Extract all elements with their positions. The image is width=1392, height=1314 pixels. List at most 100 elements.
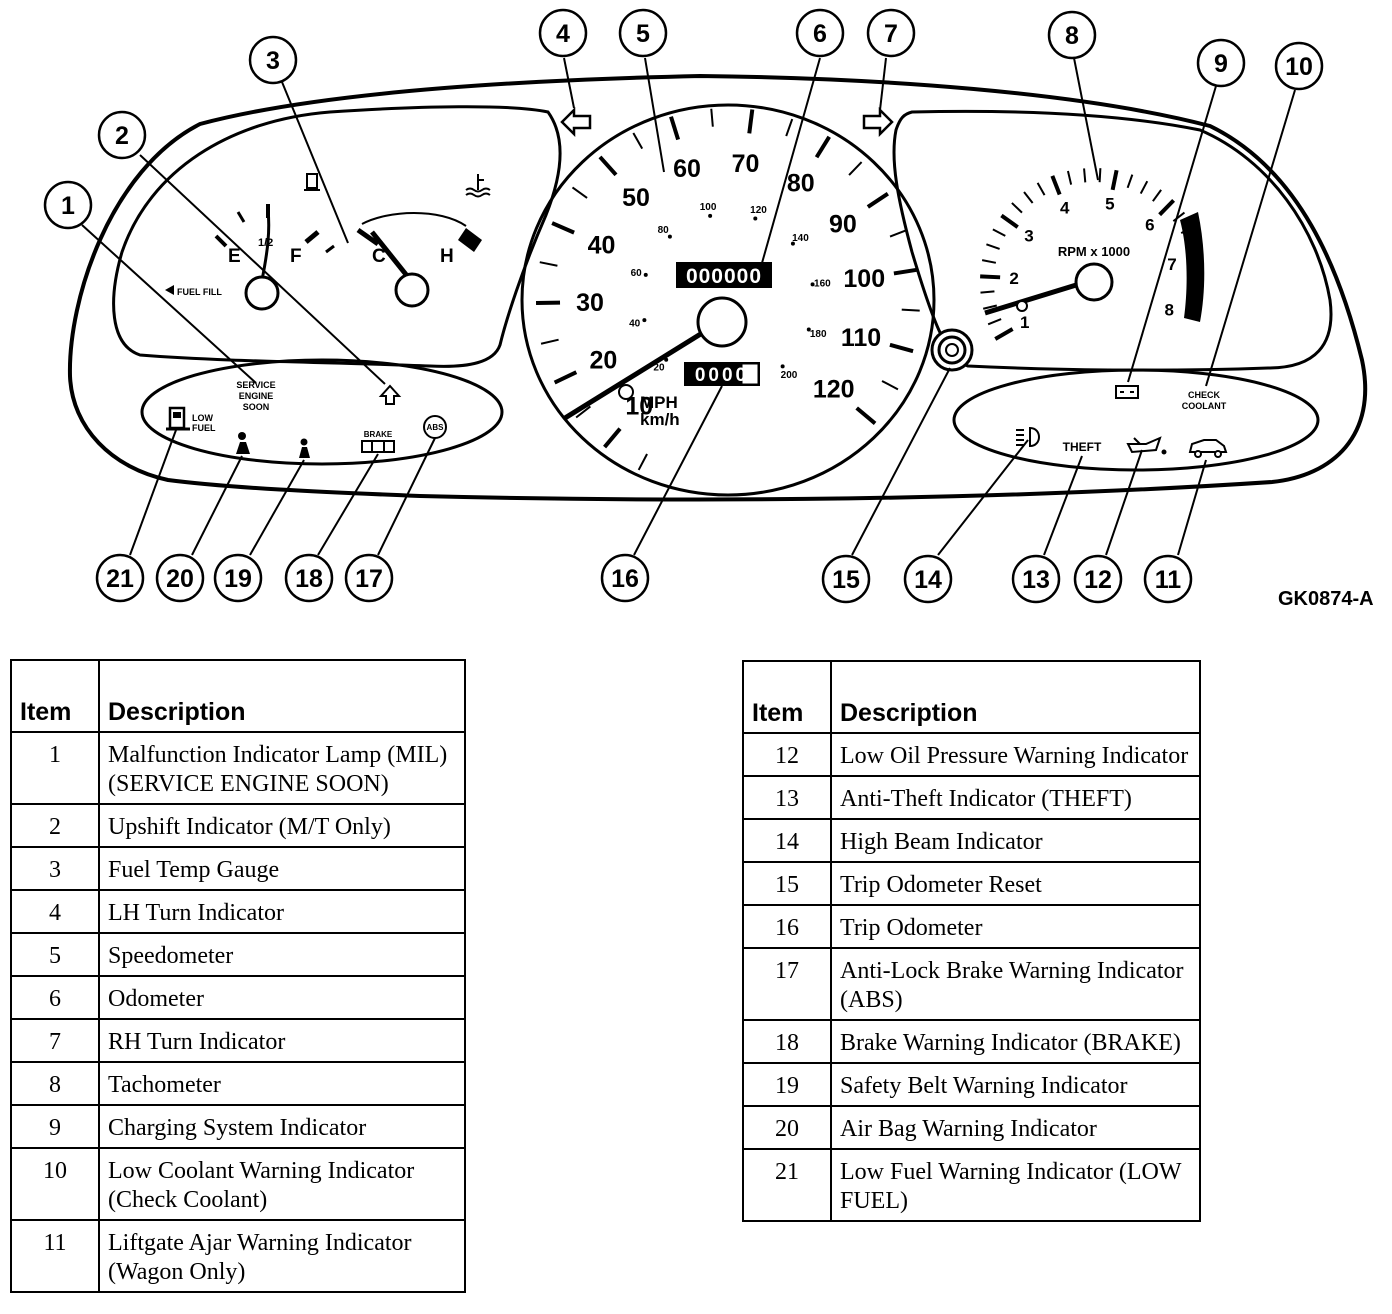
- speedo-mph-label: 100: [843, 265, 885, 293]
- speedo-kmh-label: 80: [658, 225, 670, 236]
- callout-number: 17: [355, 565, 383, 593]
- svg-text:COOLANT: COOLANT: [1182, 401, 1227, 411]
- mph-unit-label: MPH: [640, 393, 678, 412]
- fuel-gauge: E 1/2 F FUEL FILL: [165, 173, 335, 311]
- callout-12: 12: [1073, 554, 1123, 604]
- callout-18: 18: [284, 553, 334, 603]
- tach-rpm-label: RPM x 1000: [1058, 244, 1130, 259]
- legend-item-number: 16: [742, 904, 832, 949]
- svg-text:ABS: ABS: [427, 423, 445, 432]
- svg-text:BRAKE: BRAKE: [364, 430, 393, 439]
- tach-needle: [984, 279, 1087, 316]
- temp-cold-label: C: [372, 246, 386, 267]
- callout-number: 21: [106, 565, 134, 593]
- callout-number: 15: [832, 566, 860, 594]
- speedo-tick: [710, 108, 714, 127]
- speedo-mph-label: 60: [673, 155, 701, 183]
- speedo-tick: [571, 186, 588, 199]
- legend-item-number: 11: [10, 1219, 100, 1293]
- legend-item-description: LH Turn Indicator: [98, 889, 466, 934]
- legend-item-number: 12: [742, 732, 832, 777]
- speedo-tick: [814, 135, 831, 159]
- tach-tick: [1066, 170, 1073, 185]
- callout-number: 16: [611, 565, 639, 593]
- speedo-mph-label: 110: [841, 324, 881, 352]
- speedo-mph-label: 90: [829, 211, 857, 239]
- callout-number: 1: [61, 192, 75, 220]
- callout-10: 10: [1274, 41, 1324, 91]
- tach-label: 8: [1164, 300, 1173, 319]
- tach-label: 3: [1024, 226, 1033, 245]
- tach-redline-band: [1180, 212, 1205, 322]
- check-coolant-indicator: CHECK COOLANT: [1182, 390, 1227, 411]
- legend-item-description: Malfunction Indicator Lamp (MIL) (SERVIC…: [98, 731, 466, 805]
- legend-item-description: Charging System Indicator: [98, 1104, 466, 1149]
- legend-item-number: 14: [742, 818, 832, 863]
- callout-number: 4: [556, 20, 570, 48]
- tach-tick: [1036, 182, 1046, 196]
- speedo-tick: [785, 118, 794, 137]
- legend-item-number: 15: [742, 861, 832, 906]
- speedo-kmh-dot: [667, 234, 672, 239]
- speedo-tick: [901, 308, 920, 312]
- legend-item-number: 2: [10, 803, 100, 848]
- legend-header-row: Item Description: [742, 660, 1201, 734]
- callout-1: 1: [43, 180, 93, 230]
- left-warning-panel: [140, 358, 504, 466]
- callout-5: 5: [618, 8, 668, 58]
- svg-text:SERVICE: SERVICE: [236, 380, 275, 390]
- legend-item-number: 5: [10, 932, 100, 977]
- speedo-kmh-label: 40: [629, 318, 641, 329]
- coolant-temp-icon: [465, 174, 491, 198]
- speedo-mph-label: 120: [813, 376, 855, 404]
- tach-label: 7: [1167, 255, 1176, 274]
- temp-hot-label: H: [440, 246, 454, 267]
- speedo-kmh-dot: [642, 318, 647, 323]
- legend-item-number: 17: [742, 947, 832, 1021]
- legend-header-row: Item Description: [10, 659, 466, 733]
- item-column-header: Item: [742, 660, 832, 734]
- tach-tick: [1083, 168, 1087, 183]
- speedo-kmh-label: 140: [792, 233, 809, 244]
- callout-number: 13: [1022, 566, 1050, 594]
- temp-gauge-hub: [394, 272, 430, 308]
- tach-tick: [980, 290, 995, 294]
- legend-item-description: Anti-Lock Brake Warning Indicator (ABS): [830, 947, 1201, 1021]
- callout-leaders: [81, 57, 1296, 556]
- callout-14: 14: [903, 554, 953, 604]
- callout-number: 18: [295, 565, 323, 593]
- tach-label: 5: [1105, 195, 1114, 214]
- legend-item-description: Safety Belt Warning Indicator: [830, 1062, 1201, 1107]
- callout-number: 6: [813, 20, 827, 48]
- battery-icon: [1115, 385, 1139, 399]
- speedo-tick: [540, 338, 559, 345]
- speedo-kmh-label: 120: [750, 205, 767, 216]
- callout-number: 20: [166, 565, 194, 593]
- callout-number: 8: [1065, 22, 1079, 50]
- speedo-tick: [866, 191, 889, 209]
- speedo-tick: [598, 155, 618, 177]
- callout-11: 11: [1143, 554, 1193, 604]
- legend-item-description: Low Coolant Warning Indicator (Check Coo…: [98, 1147, 466, 1221]
- figure-code: GK0874-A: [1278, 588, 1374, 610]
- oil-can-icon: [1126, 436, 1167, 455]
- legend-item-number: 9: [10, 1104, 100, 1149]
- speedo-tick: [889, 342, 914, 354]
- service-engine-soon-indicator: SERVICE ENGINE SOON: [236, 380, 275, 412]
- legend-item-description: Liftgate Ajar Warning Indicator (Wagon O…: [98, 1219, 466, 1293]
- callout-15: 15: [821, 554, 871, 604]
- brake-icon: [361, 440, 395, 453]
- speedo-mph-label: 30: [576, 289, 604, 317]
- tach-tick: [1050, 175, 1062, 196]
